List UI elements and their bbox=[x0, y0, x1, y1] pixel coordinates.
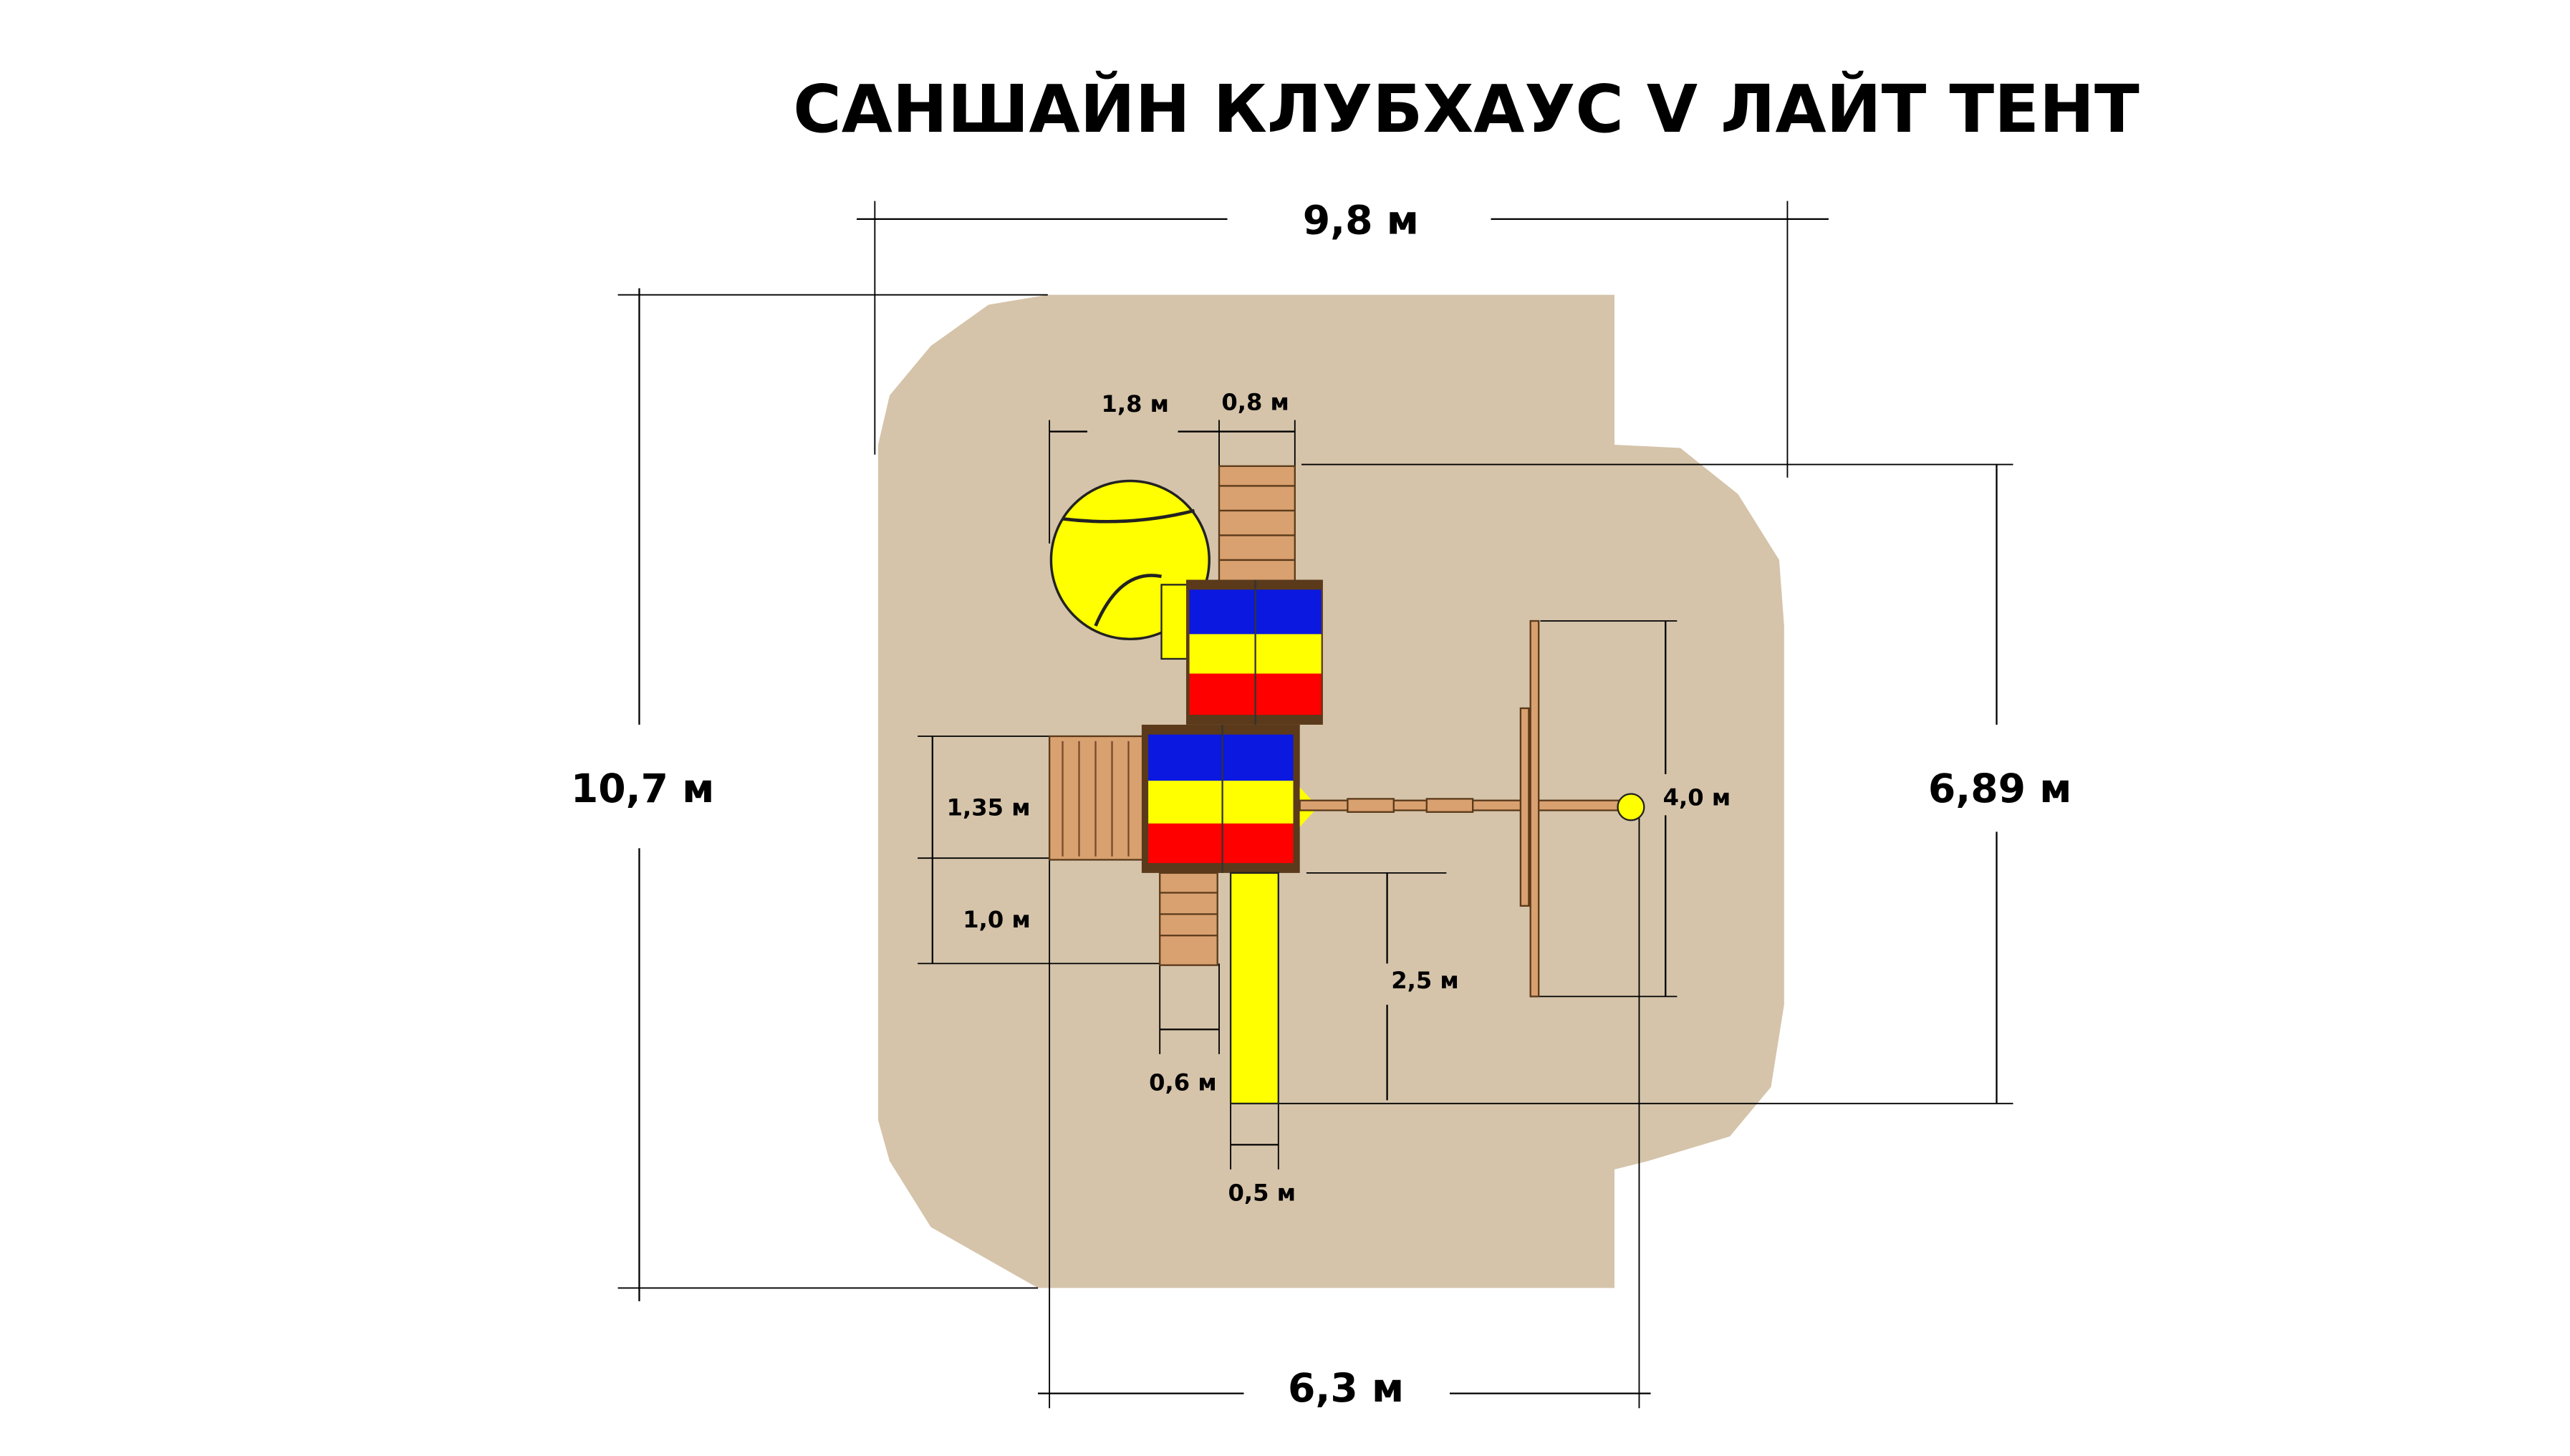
spiral-offset-label: 1,8 м bbox=[1101, 390, 1169, 418]
dimension-equipment-width: 6,3 м bbox=[1038, 815, 1651, 1412]
swing-a-frame bbox=[1529, 619, 1540, 998]
safety-zone-ground bbox=[877, 294, 1784, 1288]
overall-length-label: 10,7 м bbox=[571, 766, 715, 812]
climbing-wall-width-label: 1,35 м bbox=[947, 794, 1031, 821]
equipment-width-label: 6,3 м bbox=[1288, 1366, 1404, 1412]
play-structure bbox=[1048, 465, 1645, 1104]
bottom-ladder-width-label: 0,6 м bbox=[1149, 1069, 1217, 1096]
dimension-overall-length: 10,7 м bbox=[571, 288, 1048, 1301]
upper-tower-roof bbox=[1186, 579, 1323, 725]
dimension-equipment-length: 6,89 м bbox=[1276, 463, 2072, 1104]
tire-swing bbox=[1617, 793, 1645, 821]
swing-beam-length-label: 4,0 м bbox=[1663, 784, 1731, 811]
diagram-title: САНШАЙН КЛУБХАУС V ЛАЙТ ТЕНТ bbox=[793, 70, 2140, 148]
lower-tower-roof bbox=[1141, 724, 1300, 873]
overall-width-label: 9,8 м bbox=[1303, 198, 1419, 244]
small-dimensions: 1,8 м 0,8 м 1,35 м 1,0 м 0,6 м 0,5 м 2,5… bbox=[918, 389, 1731, 1207]
dimension-overall-width: 9,8 м bbox=[857, 198, 1829, 478]
climbing-wall bbox=[1048, 735, 1146, 861]
lower-offset-label: 1,0 м bbox=[963, 906, 1031, 933]
bottom-ladder bbox=[1159, 872, 1218, 966]
slide-width-label: 0,5 м bbox=[1228, 1180, 1296, 1207]
slide-length-label: 2,5 м bbox=[1391, 967, 1459, 994]
equipment-length-label: 6,89 м bbox=[1928, 766, 2072, 812]
top-ladder-width-label: 0,8 м bbox=[1221, 389, 1289, 416]
top-ladder bbox=[1218, 465, 1296, 582]
straight-slide bbox=[1229, 872, 1279, 1104]
